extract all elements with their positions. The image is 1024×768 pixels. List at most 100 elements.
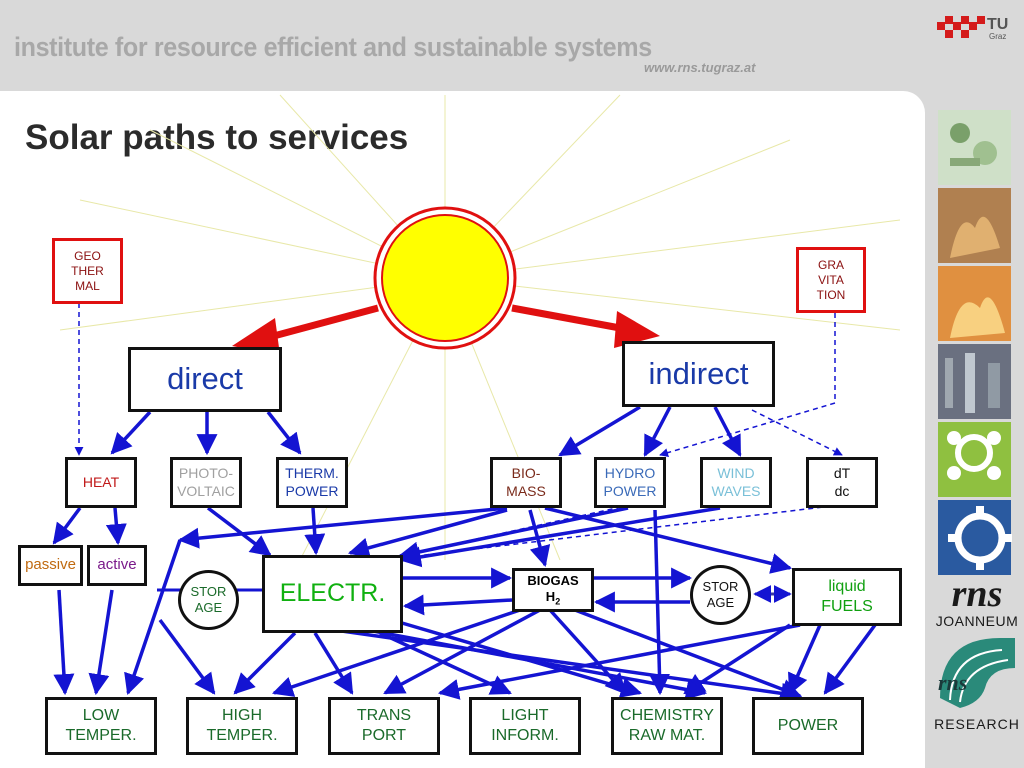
institute-name: institute for resource efficient and sus… bbox=[14, 32, 652, 62]
fuels-to-transport-arrow bbox=[437, 623, 801, 700]
h2-symbol: H bbox=[545, 588, 556, 604]
biogas-to-transport-arrow bbox=[383, 608, 541, 695]
heat-box: HEAT bbox=[65, 457, 137, 508]
hydro-to-electr-arrow bbox=[397, 506, 629, 563]
tu-logo-text: TU bbox=[987, 16, 1008, 33]
direct-to-heat-arrow bbox=[110, 410, 152, 455]
direct-path-box: direct bbox=[128, 347, 282, 412]
solar-paths-diagram bbox=[52, 94, 901, 704]
slide-title: Solar paths to services bbox=[25, 118, 409, 157]
liquid-fuels-box: liquid FUELS bbox=[792, 568, 902, 626]
hydro-power-box: HYDRO POWER bbox=[594, 457, 666, 508]
electr-to-transport-arrow bbox=[313, 632, 354, 695]
direct-label: direct bbox=[167, 361, 243, 397]
gear-icon bbox=[938, 500, 1012, 575]
indirect-to-dtdc-arrow bbox=[751, 409, 843, 456]
rns-logo-text: rns bbox=[951, 573, 1003, 615]
header-band bbox=[0, 0, 1024, 92]
biogas-label: BIOGAS bbox=[527, 573, 579, 588]
wind-waves-box: WIND WAVES bbox=[700, 457, 772, 508]
direct-to-thermpower-arrow bbox=[266, 410, 302, 455]
gravitation-source-box: GRA VITA TION bbox=[796, 247, 866, 313]
indirect-path-box: indirect bbox=[622, 341, 775, 407]
research-label: RESEARCH bbox=[934, 716, 1020, 732]
gravitation-to-hydro-arrow bbox=[659, 313, 836, 458]
sidebar-thumbnails bbox=[938, 110, 1012, 575]
hydro-to-chemistry-arrow bbox=[648, 509, 670, 696]
photovoltaic-box: PHOTO- VOLTAIC bbox=[170, 457, 242, 508]
sun-to-direct-arrow bbox=[269, 304, 379, 341]
storage-left-circle: STOR AGE bbox=[178, 570, 239, 630]
heat-label: HEAT bbox=[82, 473, 120, 490]
electricity-label: ELECTR. bbox=[279, 579, 386, 608]
indirect-to-biomass-arrow bbox=[558, 405, 641, 457]
transport-box: TRANS PORT bbox=[328, 697, 440, 755]
h2-label: H2 bbox=[546, 589, 560, 607]
sun-icon bbox=[381, 214, 509, 342]
h2-subscript: 2 bbox=[555, 596, 561, 607]
thermal-power-box: THERM. POWER bbox=[276, 457, 348, 508]
geothermal-source-box: GEO THER MAL bbox=[52, 238, 123, 304]
joanneum-label: JOANNEUM bbox=[935, 613, 1019, 629]
pv-to-electr-arrow bbox=[206, 506, 272, 557]
dt-dc-box: dT dc bbox=[806, 457, 878, 508]
power-box: POWER bbox=[752, 697, 864, 755]
fire-photo-icon bbox=[938, 266, 1011, 341]
low-temper-box: LOW TEMPER. bbox=[45, 697, 157, 755]
passive-box: passive bbox=[18, 545, 83, 586]
biomass-box: BIO- MASS bbox=[490, 457, 562, 508]
fuels-to-power-arrow bbox=[823, 623, 877, 695]
svg-text:rns: rns bbox=[938, 670, 967, 695]
electr-to-chemistry2-arrow bbox=[329, 621, 708, 700]
indirect-label: indirect bbox=[648, 355, 749, 391]
website-url[interactable]: www.rns.tugraz.at bbox=[644, 60, 756, 75]
biomass-to-electr-arrow bbox=[347, 508, 508, 559]
high-temper-label: HIGH TEMPER. bbox=[206, 707, 278, 744]
active-box: active bbox=[87, 545, 147, 586]
high-temper-box: HIGH TEMPER. bbox=[186, 697, 298, 755]
wind-to-electr-arrow bbox=[399, 506, 721, 568]
passive-to-low-temp-arrow bbox=[53, 589, 75, 696]
main-slide-panel bbox=[0, 91, 925, 768]
biogas-to-chemistry-arrow bbox=[548, 608, 627, 695]
geothermal-label: GEO THER MAL bbox=[71, 248, 104, 293]
electr-to-high-temp-arrow bbox=[233, 631, 297, 695]
heat-to-active-arrow bbox=[105, 507, 127, 546]
storage-right-label: STOR AGE bbox=[702, 578, 739, 610]
indirect-to-hydro-arrow bbox=[643, 406, 672, 457]
light-inform-label: LIGHT INFORM. bbox=[491, 707, 559, 744]
power-label: POWER bbox=[777, 717, 839, 734]
thermpower-to-electr-arrow bbox=[304, 507, 326, 556]
active-label: active bbox=[97, 556, 137, 574]
tu-logo-sub: Graz bbox=[989, 32, 1006, 41]
wind-waves-label: WIND WAVES bbox=[711, 465, 761, 499]
liquid-fuels-label: liquid FUELS bbox=[821, 578, 873, 615]
storage-left-to-high-temp-arrow bbox=[158, 618, 216, 695]
hydro-power-label: HYDRO POWER bbox=[603, 465, 657, 499]
chemistry-box: CHEMISTRY RAW MAT. bbox=[611, 697, 723, 755]
biogas-h2-box: BIOGAS H2 bbox=[512, 568, 594, 612]
biogas-to-power-arrow bbox=[574, 608, 802, 700]
passive-label: passive bbox=[25, 556, 76, 574]
biogas-to-high-temp-arrow bbox=[272, 608, 521, 697]
thermal-power-label: THERM. POWER bbox=[285, 465, 339, 499]
circuit-photo-icon bbox=[938, 110, 1011, 185]
dt-dc-label: dT dc bbox=[833, 465, 851, 499]
fuels-to-chemistry2-arrow bbox=[788, 624, 822, 695]
tu-graz-logo: TU Graz bbox=[937, 16, 1008, 41]
sun-to-indirect-arrow bbox=[511, 304, 621, 332]
biomass-to-low-temp-arrow-path1 bbox=[177, 506, 508, 549]
electricity-box: ELECTR. bbox=[262, 555, 403, 633]
flame-photo-icon bbox=[938, 188, 1011, 263]
biomass-to-low-temp-arrow bbox=[124, 539, 182, 695]
flower-icon bbox=[938, 422, 1011, 497]
indirect-to-wind-arrow bbox=[713, 406, 742, 457]
storage-left-label: STOR AGE bbox=[190, 583, 227, 615]
storage-right-circle: STOR AGE bbox=[690, 565, 751, 625]
biogas-to-electr-arrow bbox=[402, 594, 513, 616]
gravitation-label: GRA VITA TION bbox=[816, 257, 846, 302]
rns-research-logo: rns bbox=[938, 638, 1015, 708]
photovoltaic-label: PHOTO- VOLTAIC bbox=[177, 465, 235, 499]
chemistry-label: CHEMISTRY RAW MAT. bbox=[620, 707, 714, 744]
biomass-label: BIO- MASS bbox=[506, 465, 546, 499]
